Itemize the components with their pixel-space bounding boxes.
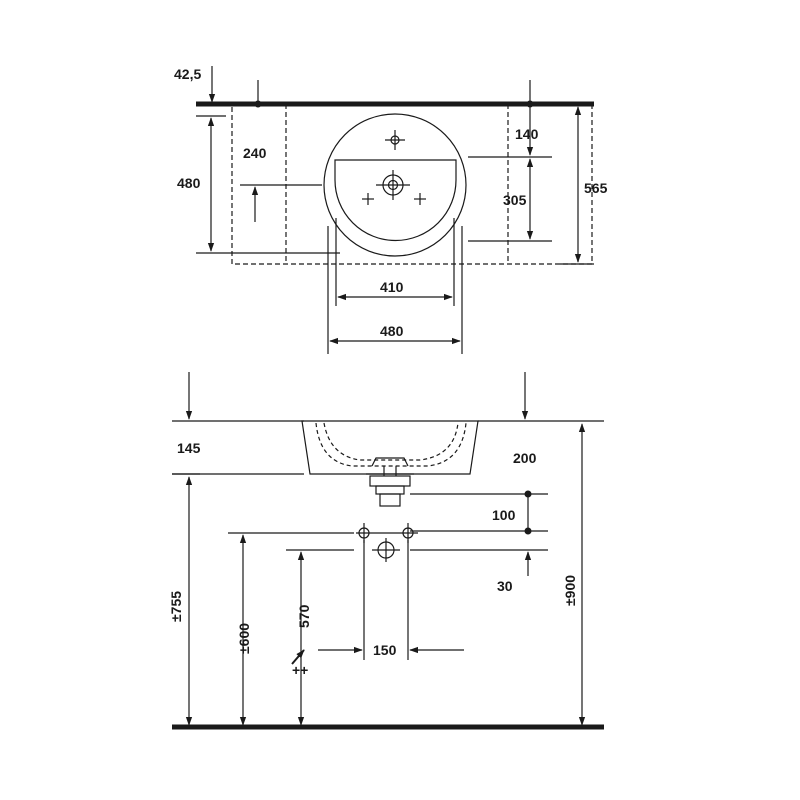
dim-200-label: 200 <box>513 450 537 466</box>
dim-410-label: 410 <box>380 279 404 295</box>
dim-570-label: 570 <box>296 604 312 628</box>
dim-42-5-label: 42,5 <box>174 66 202 82</box>
side-view <box>172 372 604 730</box>
dim-565-label: 565 <box>584 180 608 196</box>
top-view <box>196 66 594 354</box>
dim-140-label: 140 <box>515 126 539 142</box>
dim-30-label: 30 <box>497 578 513 594</box>
basin-inner <box>334 159 457 242</box>
basin-inner-dashed <box>315 422 467 467</box>
dim-755-label: ±755 <box>168 590 184 622</box>
dim-150-label: 150 <box>373 642 397 658</box>
drain-fitting <box>371 457 409 467</box>
dim-600-label: ±600 <box>236 622 252 654</box>
dim-480-width-label: 480 <box>380 323 404 339</box>
dim-900-label: ±900 <box>562 574 578 606</box>
dim-145-label: 145 <box>177 440 201 456</box>
cabinet-outline <box>231 103 593 265</box>
dim-305-label: 305 <box>503 192 527 208</box>
basin-outer <box>323 113 467 257</box>
dim-240-label: 240 <box>243 145 267 161</box>
dim-480-height-label: 480 <box>177 175 201 191</box>
basin-body <box>301 420 479 475</box>
tolerance-pointer <box>291 649 305 665</box>
dim-100-label: 100 <box>492 507 516 523</box>
tolerance-marker: ++ <box>292 662 309 678</box>
